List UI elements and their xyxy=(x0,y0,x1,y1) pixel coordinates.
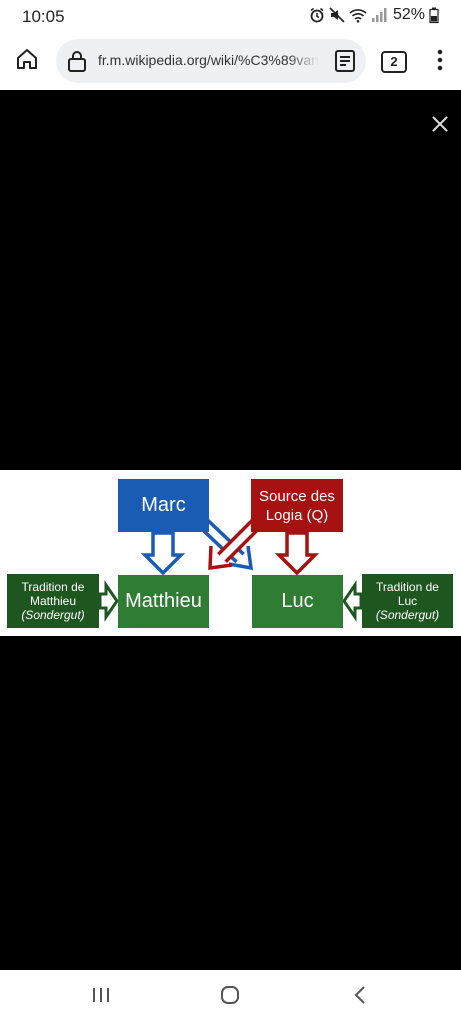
tabs-icon: 2 xyxy=(381,51,407,73)
box-matthieu: Matthieu xyxy=(118,575,209,628)
trad-right-line3: (Sondergut) xyxy=(375,608,440,622)
nav-back-button[interactable] xyxy=(345,984,375,1010)
home-button[interactable] xyxy=(10,44,44,78)
recent-apps-button[interactable] xyxy=(86,984,116,1010)
mute-icon xyxy=(329,7,345,23)
box-tradition-matthieu: Tradition de Matthieu (Sondergut) xyxy=(7,574,99,628)
trad-left-line3: (Sondergut) xyxy=(21,608,85,622)
battery-icon xyxy=(429,7,439,24)
system-nav-bar xyxy=(0,970,461,1024)
trad-left-line1: Tradition de xyxy=(21,580,85,594)
nav-home-button[interactable] xyxy=(215,984,245,1010)
box-marc-label: Marc xyxy=(141,494,186,516)
trad-right-line2: Luc xyxy=(397,594,418,608)
arrow-marc-matthieu xyxy=(140,531,186,576)
back-icon xyxy=(352,984,368,1011)
wifi-icon xyxy=(349,7,367,23)
arrow-logia-luc xyxy=(274,531,320,576)
box-marc: Marc xyxy=(118,479,209,532)
more-options-button[interactable] xyxy=(426,46,454,78)
recent-apps-icon xyxy=(90,985,112,1010)
lock-icon[interactable] xyxy=(66,49,88,78)
reader-mode-icon[interactable] xyxy=(334,49,356,78)
address-bar[interactable]: fr.m.wikipedia.org/wiki/%C3%89vangile xyxy=(56,39,366,83)
box-matthieu-label: Matthieu xyxy=(125,590,202,612)
browser-toolbar: fr.m.wikipedia.org/wiki/%C3%89vangile 2 xyxy=(0,34,461,90)
url-text[interactable]: fr.m.wikipedia.org/wiki/%C3%89vangile xyxy=(98,52,341,68)
synoptic-diagram[interactable]: Marc Source des Logia (Q) Matthieu Luc T… xyxy=(0,470,461,636)
close-button[interactable] xyxy=(428,112,452,136)
box-luc: Luc xyxy=(252,575,343,628)
tabs-button[interactable]: 2 xyxy=(378,46,410,78)
status-icons: 52% xyxy=(309,6,439,24)
box-luc-label: Luc xyxy=(281,590,314,612)
box-logia-line1: Source des xyxy=(259,487,335,505)
close-icon xyxy=(428,116,452,140)
battery-percent: 52% xyxy=(392,6,425,23)
box-logia-line2: Logia (Q) xyxy=(265,506,329,524)
box-tradition-luc: Tradition de Luc (Sondergut) xyxy=(362,574,453,628)
home-icon xyxy=(15,47,39,76)
home-circle-icon xyxy=(219,984,241,1011)
trad-right-line1: Tradition de xyxy=(376,580,439,594)
status-time: 10:05 xyxy=(22,7,65,26)
arrow-trad-matthieu xyxy=(98,580,119,622)
alarm-icon xyxy=(309,7,325,23)
more-vert-icon xyxy=(437,48,443,77)
signal-icon xyxy=(371,7,387,23)
box-logia: Source des Logia (Q) xyxy=(251,479,343,532)
image-viewer: Marc Source des Logia (Q) Matthieu Luc T… xyxy=(0,90,461,970)
trad-left-line2: Matthieu xyxy=(29,594,77,608)
arrow-trad-luc xyxy=(342,580,363,622)
status-bar: 10:05 52% xyxy=(0,0,461,34)
